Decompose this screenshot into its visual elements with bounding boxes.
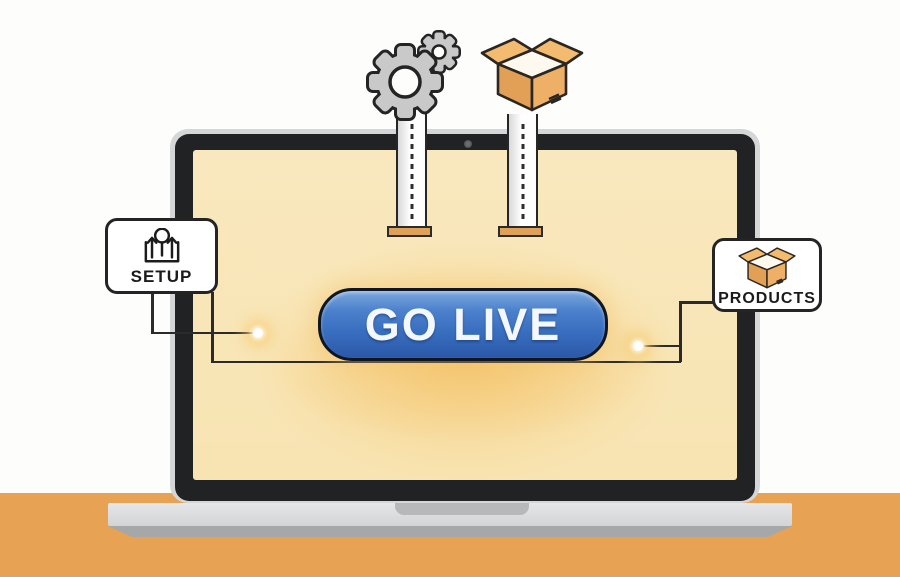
connector-line-right-vertical (679, 301, 682, 362)
webcam-icon (464, 140, 472, 148)
chute-gears (396, 114, 427, 226)
open-box-icon (480, 37, 584, 112)
setup-card: SETUP (105, 218, 218, 294)
go-live-button[interactable]: GO LIVE (318, 288, 608, 361)
products-card: PRODUCTS (712, 238, 822, 312)
glow-dot-right (633, 341, 643, 351)
connector-line-products-horizontal (679, 301, 714, 304)
gears-icon (355, 18, 465, 123)
connector-line-right-dot (644, 344, 681, 347)
platform-left (387, 226, 432, 237)
dashed-line (521, 124, 524, 222)
laptop-base-notch (395, 503, 529, 515)
go-live-label: GO LIVE (364, 298, 562, 350)
connector-line-main-horizontal (211, 360, 681, 363)
unbox-arrows-icon (144, 227, 179, 262)
connector-line-left-drop (211, 292, 214, 363)
connector-line-setup-vertical (151, 292, 154, 334)
platform-right (498, 226, 543, 237)
product-box-icon (738, 246, 796, 288)
chute-box (507, 114, 538, 226)
setup-label: SETUP (130, 266, 193, 286)
dashed-line (410, 124, 413, 222)
products-label: PRODUCTS (718, 289, 816, 307)
glow-dot-left (253, 328, 263, 338)
connector-line-setup-horizontal (151, 331, 253, 334)
laptop-base-underside (108, 526, 792, 537)
